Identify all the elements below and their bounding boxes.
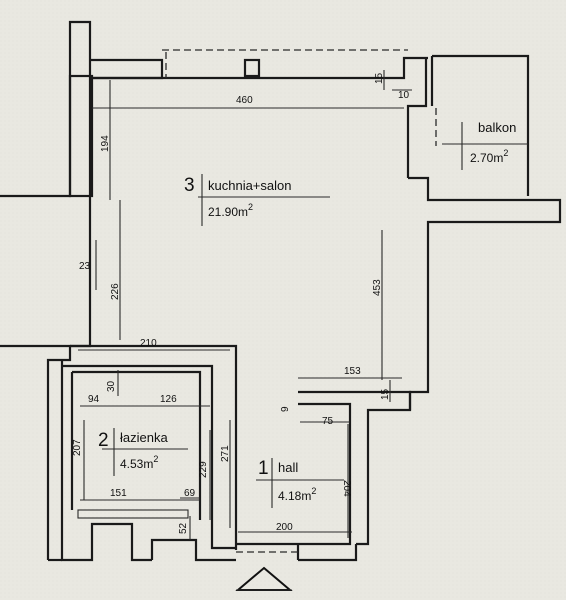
dim-label: 204 [341, 480, 352, 497]
dim-label: 30 [106, 380, 117, 392]
room-number: 2 [98, 430, 109, 451]
svg-text:21.90m2: 21.90m2 [208, 202, 253, 219]
dim-label: 194 [100, 135, 111, 152]
dim-label: 126 [160, 394, 177, 405]
room-name: łazienka [120, 430, 168, 445]
dim-label: 207 [72, 439, 83, 456]
dim-label: 210 [140, 338, 157, 349]
room-label-kitchen-salon: 3 kuchnia+salon 21.90m2 [184, 174, 330, 226]
dimension-lines [78, 70, 412, 540]
room-area: 4.53m [120, 457, 153, 471]
dim-label: 229 [198, 461, 209, 478]
room-label-balkon: balkon 2.70m2 [442, 120, 528, 170]
room-label-hall: 1 hall 4.18m2 [256, 458, 344, 508]
dim-label: 460 [236, 95, 253, 106]
dim-label: 10 [398, 90, 410, 101]
room-area: 2.70m [470, 151, 503, 165]
dim-label: 200 [276, 522, 293, 533]
room-number: 1 [258, 458, 269, 479]
dim-label: 15 [380, 388, 391, 400]
dim-label: 453 [372, 279, 383, 296]
svg-text:4.53m2: 4.53m2 [120, 454, 158, 471]
dim-label: 23 [79, 261, 91, 272]
dim-label: 69 [184, 488, 196, 499]
dashed-lines [162, 49, 437, 553]
dim-label: 75 [322, 416, 334, 427]
room-name: balkon [478, 120, 516, 135]
dim-label: 9 [280, 406, 291, 412]
dim-label: 94 [88, 394, 100, 405]
dim-label: 151 [110, 488, 127, 499]
dim-label: 271 [220, 445, 231, 462]
room-name: kuchnia+salon [208, 178, 291, 193]
dimension-labels: 460 194 15 10 23 226 453 210 30 94 126 1… [72, 72, 410, 534]
outer-walls [0, 20, 562, 560]
dim-label: 15 [374, 72, 385, 84]
dim-label: 52 [178, 522, 189, 534]
room-name: hall [278, 460, 298, 475]
room-area: 4.18m [278, 489, 311, 503]
room-area: 21.90m [208, 205, 248, 219]
area-unit-superscript: 2 [153, 454, 158, 464]
svg-text:4.18m2: 4.18m2 [278, 486, 316, 503]
dim-label: 226 [110, 283, 121, 300]
svg-text:2.70m2: 2.70m2 [470, 148, 508, 165]
apartment-walls [48, 74, 412, 562]
area-unit-superscript: 2 [503, 148, 508, 158]
area-unit-superscript: 2 [311, 486, 316, 496]
area-unit-superscript: 2 [248, 202, 253, 212]
entrance-triangle-icon [235, 566, 293, 591]
room-number: 3 [184, 175, 195, 196]
room-label-bathroom: 2 łazienka 4.53m2 [98, 428, 188, 476]
dim-label: 153 [344, 366, 361, 377]
